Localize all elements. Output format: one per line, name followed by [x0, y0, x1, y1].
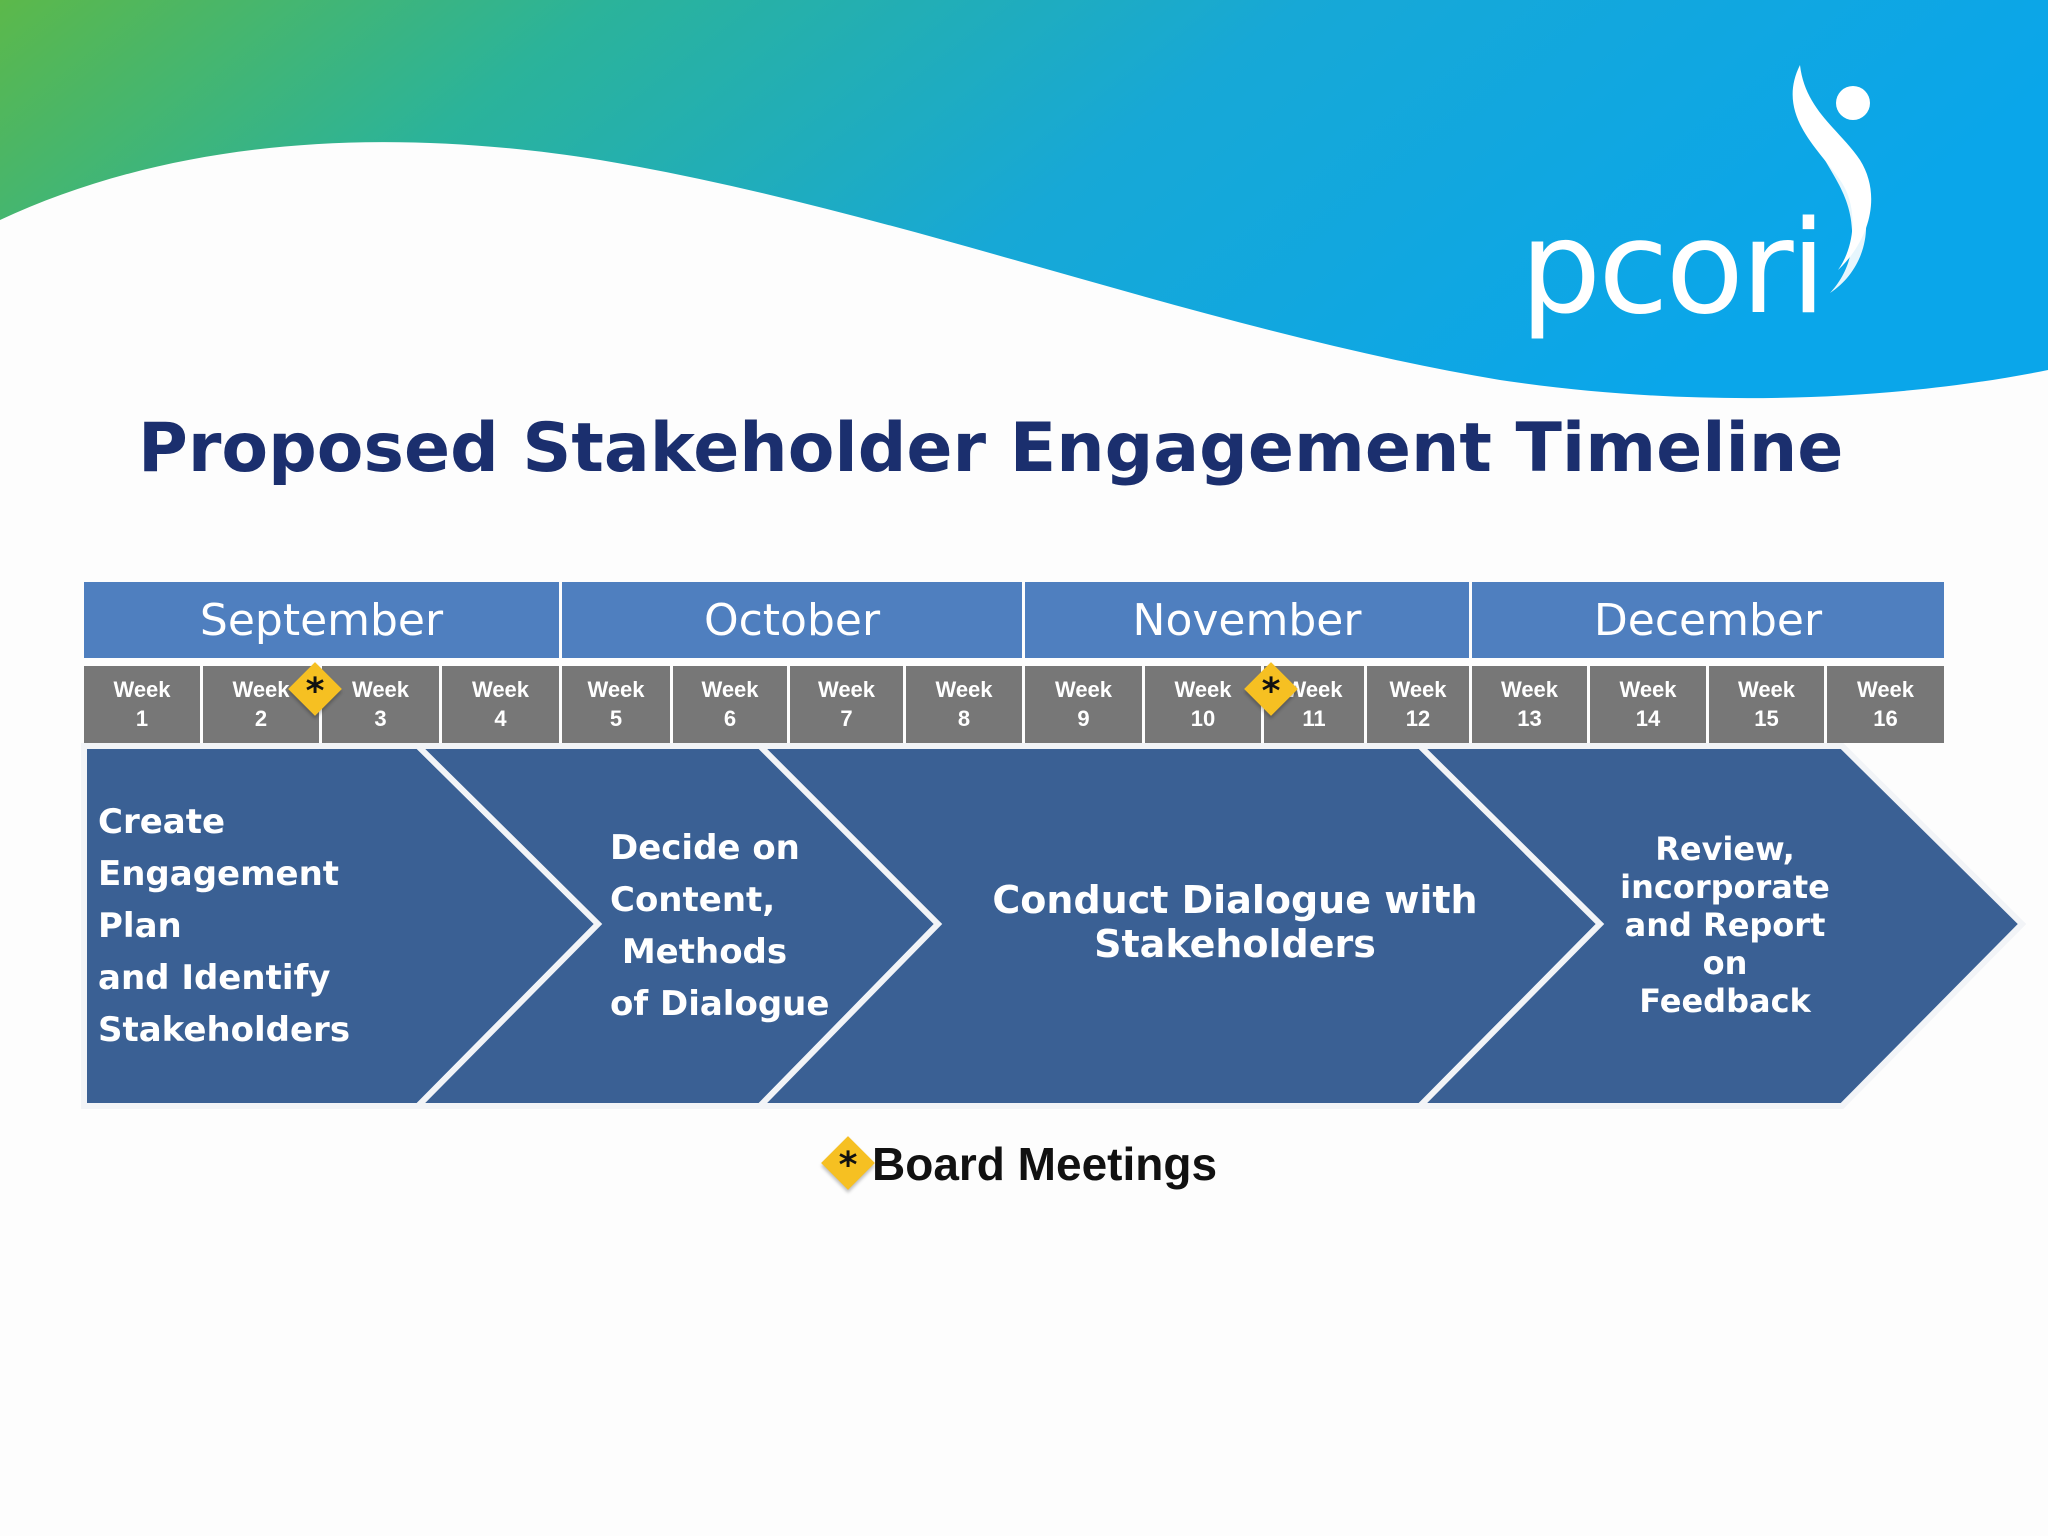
logo-swirl-icon	[1792, 65, 1872, 293]
asterisk-icon: *	[1261, 671, 1281, 712]
month-header-september: September	[84, 582, 559, 658]
phase-label-conduct-dialogue: Conduct Dialogue with Stakeholders	[992, 878, 1478, 966]
phase-label-create-plan: Create Engagement Plan and Identify Stak…	[98, 802, 351, 1050]
board-meeting-marker: *	[288, 662, 342, 716]
asterisk-icon: *	[305, 671, 325, 712]
phase-chevron-4	[1412, 743, 2027, 1109]
month-header-december: December	[1472, 582, 1944, 658]
logo-wordmark: pcori	[1520, 194, 1826, 343]
board-meeting-marker: *	[1244, 662, 1298, 716]
legend-marker: *	[821, 1136, 875, 1190]
month-header-october: October	[562, 582, 1022, 658]
phase-label-review-feedback: Review, incorporate and Report on Feedba…	[1620, 830, 1830, 1020]
phase-label-decide-content: Decide on Content, Methods of Dialogue	[610, 828, 830, 1024]
month-header-november: November	[1025, 582, 1469, 658]
asterisk-icon: *	[838, 1145, 858, 1186]
page-title: Proposed Stakeholder Engagement Timeline	[138, 409, 1844, 488]
header-banner	[0, 0, 2048, 399]
pcori-logo: pcori	[1520, 55, 1900, 355]
legend-label: Board Meetings	[872, 1138, 1218, 1190]
